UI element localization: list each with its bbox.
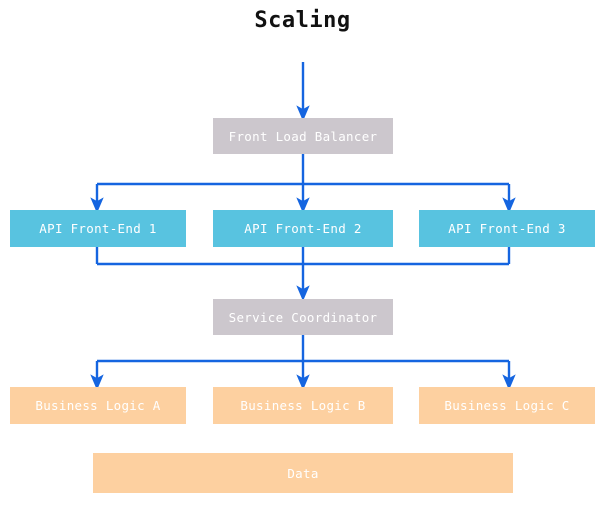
node-data[interactable]: Data — [93, 453, 513, 493]
node-api-front-end-3[interactable]: API Front-End 3 — [419, 210, 595, 247]
node-service-coordinator[interactable]: Service Coordinator — [213, 299, 393, 335]
node-api-front-end-2-label: API Front-End 2 — [244, 221, 362, 236]
node-api-front-end-2[interactable]: API Front-End 2 — [213, 210, 393, 247]
node-business-logic-b-label: Business Logic B — [240, 398, 366, 413]
node-service-coordinator-label: Service Coordinator — [228, 309, 378, 325]
node-business-logic-b[interactable]: Business Logic B — [213, 387, 393, 424]
node-business-logic-a[interactable]: Business Logic A — [10, 387, 186, 424]
node-front-load-balancer-label: Front Load Balancer — [228, 128, 378, 144]
page-title: Scaling — [254, 8, 351, 33]
node-front-load-balancer[interactable]: Front Load Balancer — [213, 118, 393, 154]
node-business-logic-c[interactable]: Business Logic C — [419, 387, 595, 424]
node-api-front-end-1-label: API Front-End 1 — [39, 221, 157, 236]
node-business-logic-c-label: Business Logic C — [444, 398, 570, 413]
node-data-label: Data — [287, 465, 319, 481]
node-api-front-end-3-label: API Front-End 3 — [448, 221, 566, 236]
node-api-front-end-1[interactable]: API Front-End 1 — [10, 210, 186, 247]
node-business-logic-a-label: Business Logic A — [35, 398, 161, 413]
